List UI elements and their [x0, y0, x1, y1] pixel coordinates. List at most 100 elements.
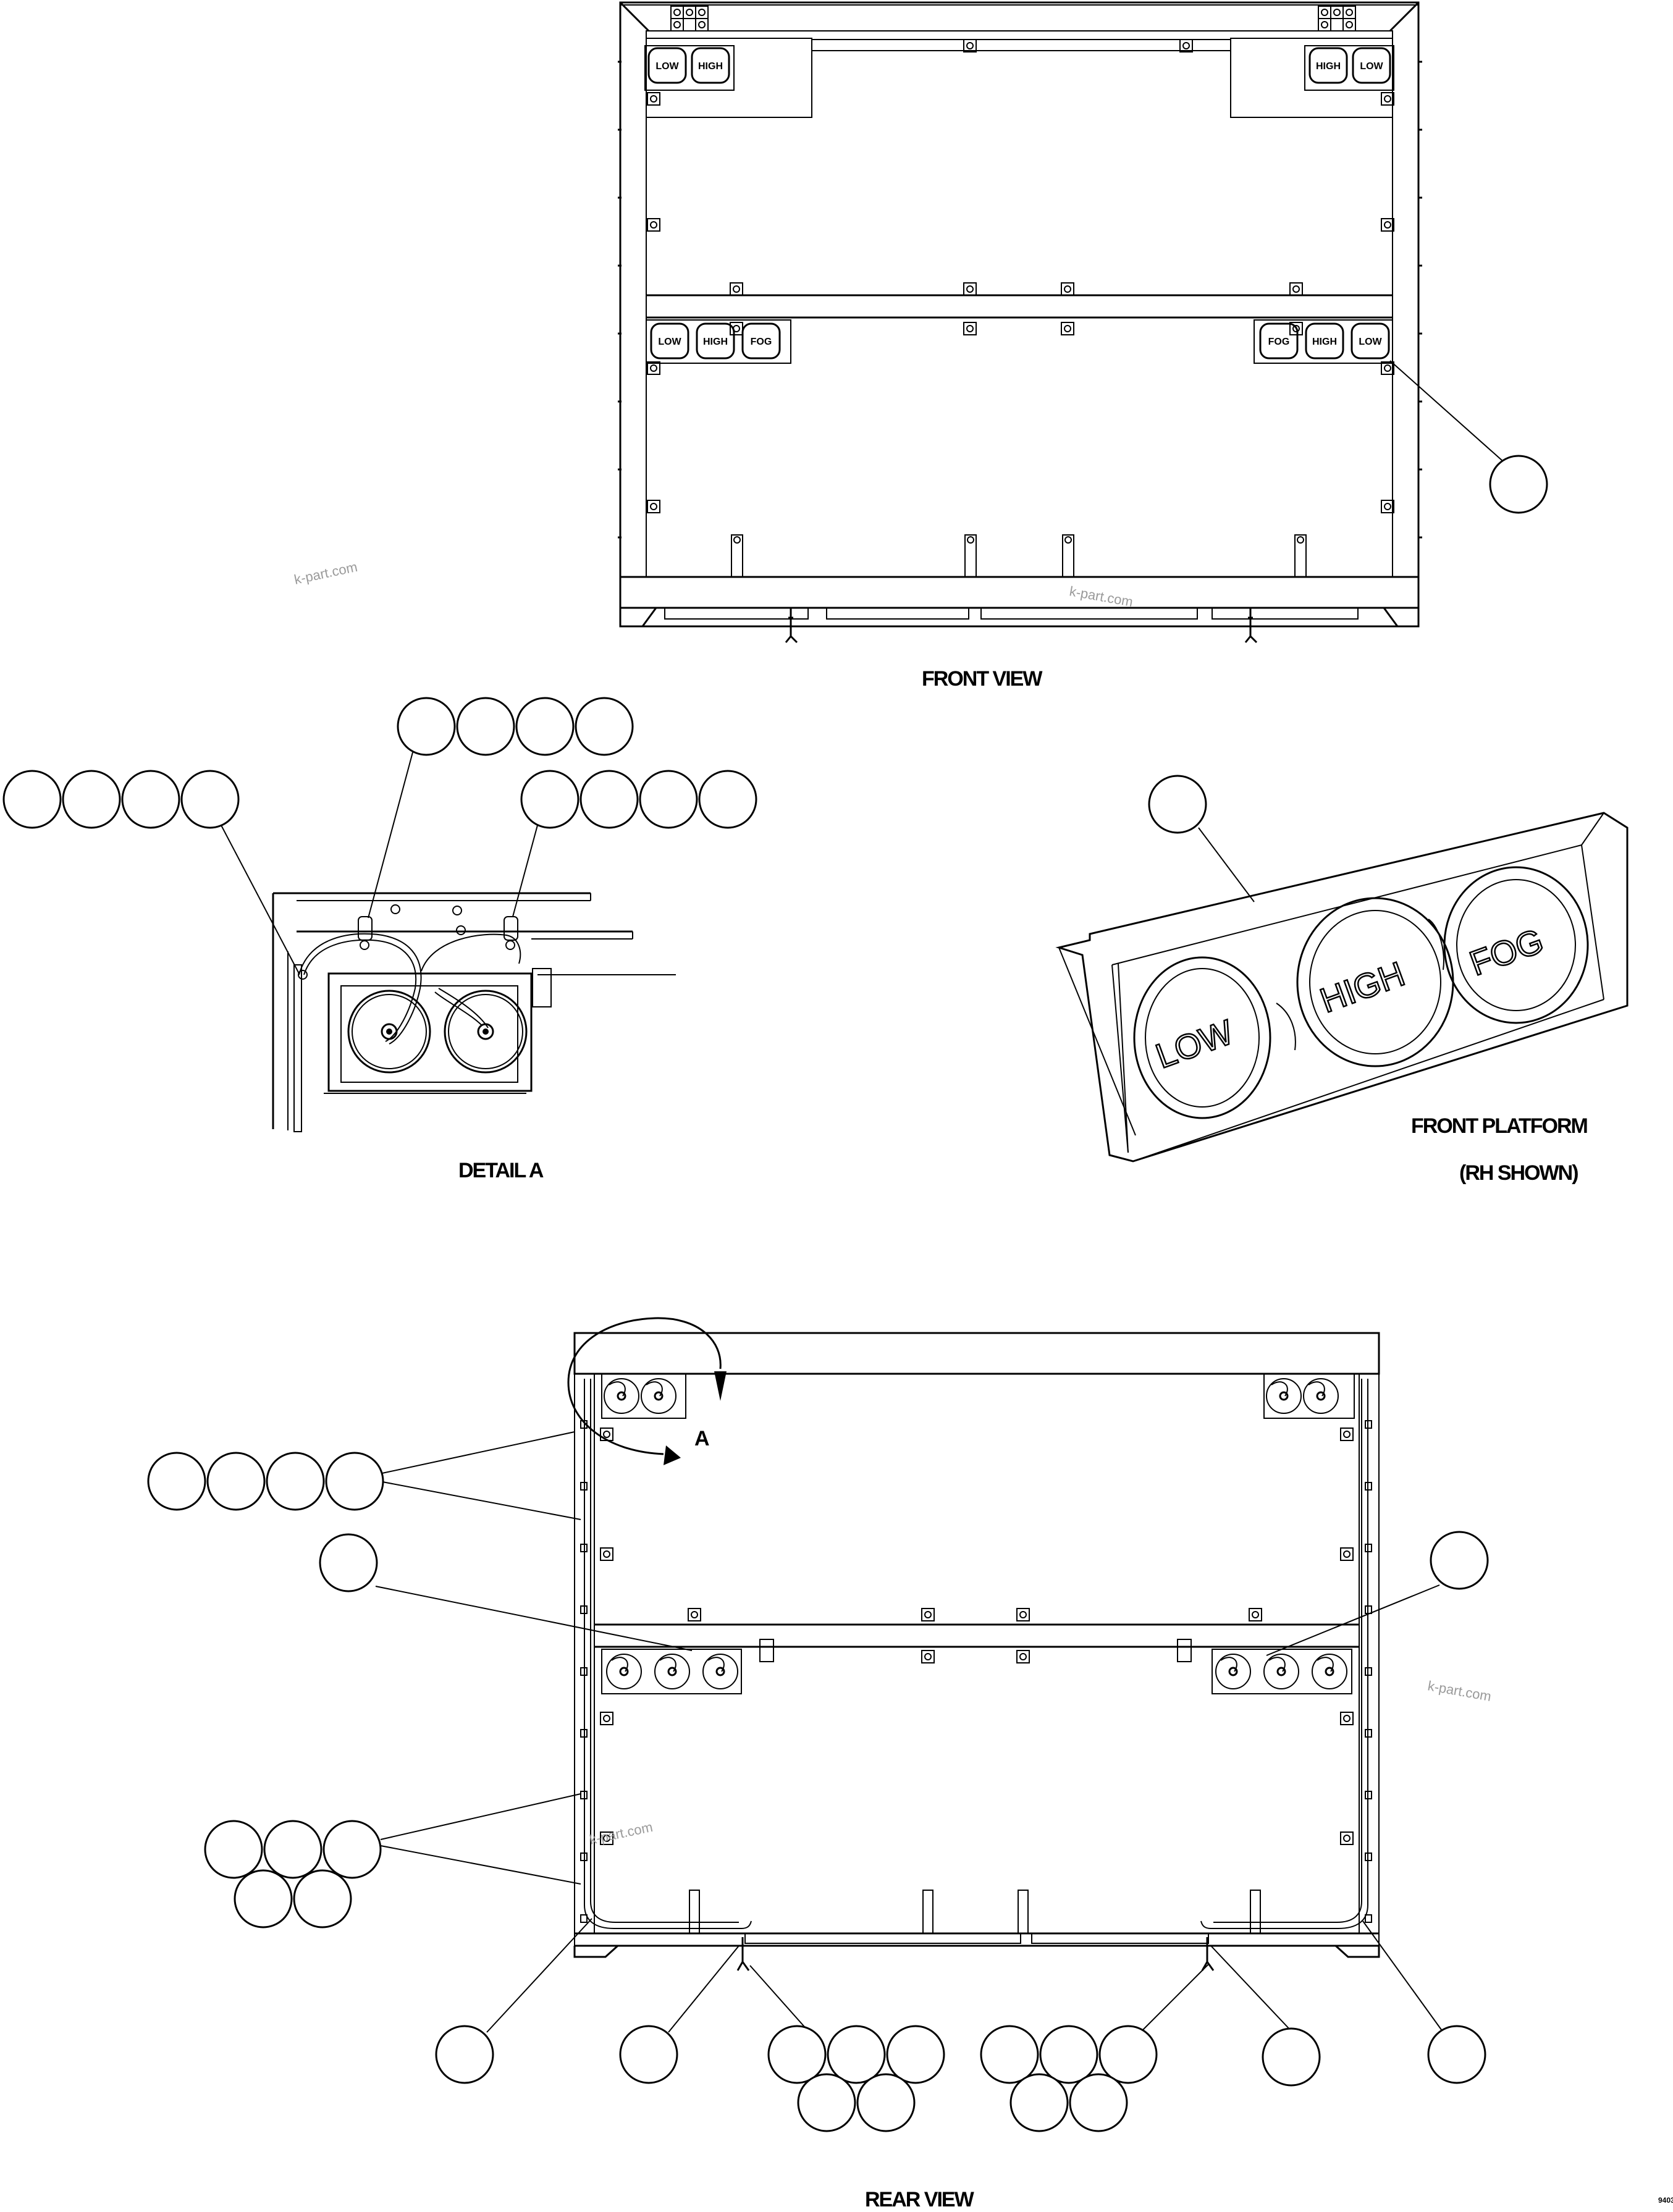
callout-bubble: [1069, 2073, 1128, 2132]
bolt-icon: [730, 282, 743, 296]
front-view-caption: FRONT VIEW: [922, 667, 1043, 691]
callout-bubble: [515, 697, 575, 756]
lamp-icon: [1312, 1654, 1347, 1689]
lamp-icon: [1303, 1378, 1339, 1414]
callout-bubble: [2, 770, 62, 829]
bolt-icon: [600, 1428, 613, 1441]
harness-clip: [580, 1852, 588, 1861]
rear-view-caption: REAR VIEW: [865, 2188, 975, 2211]
lamp-icon: [1215, 1654, 1251, 1689]
callout-bubble: [263, 1820, 322, 1879]
lamp-icon: [1263, 1654, 1299, 1689]
bolt-icon: [1381, 500, 1394, 513]
callout-bubble: [319, 1533, 378, 1592]
callout-bubble: [980, 2025, 1039, 2084]
callout-bubble: [639, 770, 698, 829]
callout-bubble: [520, 770, 579, 829]
bolt-icon: [1289, 282, 1303, 296]
bolt-icon: [1318, 6, 1331, 19]
bolt-icon: [695, 6, 709, 19]
platform-low-label: LOW: [1151, 1012, 1239, 1075]
front-platform-caption: FRONT PLATFORM: [1411, 1114, 1588, 1138]
lamp-label: HIGH: [1316, 61, 1341, 72]
lamp-icon: [1266, 1378, 1302, 1414]
bolt-icon: [683, 6, 696, 19]
bolt-icon: [600, 1712, 613, 1725]
lamp-label: LOW: [655, 61, 679, 72]
lamp-icon: [641, 1378, 676, 1414]
callout-bubble: [767, 2025, 827, 2084]
harness-clip: [580, 1605, 588, 1614]
bolt-icon: [1249, 1608, 1262, 1621]
lamp-label: HIGH: [698, 61, 723, 72]
front-platform: LOW HIGH FOG FRONT PLATFORM (RH SHOWN): [1055, 775, 1629, 1185]
bolt-icon: [1061, 322, 1074, 335]
lamp-icon: [347, 990, 431, 1074]
bolt-icon: [1342, 18, 1356, 32]
callout-group: [619, 2025, 678, 2084]
lamp-button-icon: LOW: [650, 322, 689, 360]
bolt-icon: [670, 6, 684, 19]
bolt-icon: [1179, 39, 1193, 53]
callout-group: [1427, 2025, 1486, 2084]
watermark-1: k-part.com: [293, 559, 359, 587]
bolt-icon: [1340, 1831, 1354, 1845]
lamp-label: FOG: [751, 337, 772, 347]
sheet-code: 9403: [1658, 2196, 1673, 2205]
callout-bubble: [435, 2025, 494, 2084]
platform-high-label: HIGH: [1315, 954, 1410, 1020]
detail-a-caption: DETAIL A: [458, 1159, 544, 1182]
bolt-icon: [963, 282, 977, 296]
watermark-2: k-part.com: [1068, 583, 1134, 610]
bolt-icon: [921, 1608, 935, 1621]
harness-clip: [1365, 1791, 1372, 1799]
bolt-icon: [695, 18, 709, 32]
callout-bubble: [886, 2025, 945, 2084]
front-view: LOW HIGH HIGH LOW LOW HIGH FOG FOG HIGH LOW FRONT…: [618, 1, 1548, 691]
callout-bubble: [797, 2073, 856, 2132]
lamp-label: LOW: [1360, 61, 1383, 72]
bolt-icon: [1381, 361, 1394, 375]
watermark-3: k-part.com: [1426, 1678, 1493, 1704]
watermark-4: k-part.com: [588, 1819, 654, 1848]
callout-bubble: [619, 2025, 678, 2084]
bolt-icon: [1016, 1650, 1030, 1663]
bolt-icon: [600, 1831, 613, 1845]
harness-clip: [580, 1729, 588, 1738]
lamp-button-icon: HIGH: [1305, 322, 1344, 360]
lamp-label: LOW: [1359, 337, 1382, 347]
harness-clip: [1365, 1667, 1372, 1676]
lamp-button-icon: HIGH: [696, 322, 735, 360]
bolt-icon: [1318, 18, 1331, 32]
callout-bubble: [1430, 1531, 1489, 1590]
callout-bubble: [293, 1869, 352, 1928]
lamp-label: HIGH: [1312, 337, 1337, 347]
bolt-icon: [1016, 1608, 1030, 1621]
callout-bubble: [1009, 2073, 1069, 2132]
callout-group: [2, 770, 240, 829]
callout-bubble: [325, 1452, 384, 1511]
callout-bubble: [322, 1820, 382, 1879]
detail-a: DETAIL A: [221, 752, 676, 1182]
callout-bubble: [827, 2025, 886, 2084]
lamp-label: LOW: [658, 337, 681, 347]
callout-bubble: [266, 1452, 325, 1511]
lamp-button-icon: FOG: [741, 322, 781, 360]
callout-bubble: [206, 1452, 266, 1511]
harness-clip: [580, 1791, 588, 1799]
bolt-icon: [1342, 6, 1356, 19]
harness-clip: [580, 1544, 588, 1552]
lamp-icon: [654, 1654, 690, 1689]
lamp-label: FOG: [1268, 337, 1290, 347]
rear-view: A REAR VIEW: [375, 1317, 1444, 2211]
lamp-icon: [702, 1654, 738, 1689]
harness-clip: [580, 1914, 588, 1923]
bolt-icon: [730, 322, 743, 335]
callout-bubble: [698, 770, 757, 829]
lamp-icon: [604, 1378, 639, 1414]
bolt-icon: [647, 218, 660, 232]
callout-group: [204, 1820, 382, 1928]
harness-clip: [1365, 1852, 1372, 1861]
harness-clip: [1365, 1914, 1372, 1923]
